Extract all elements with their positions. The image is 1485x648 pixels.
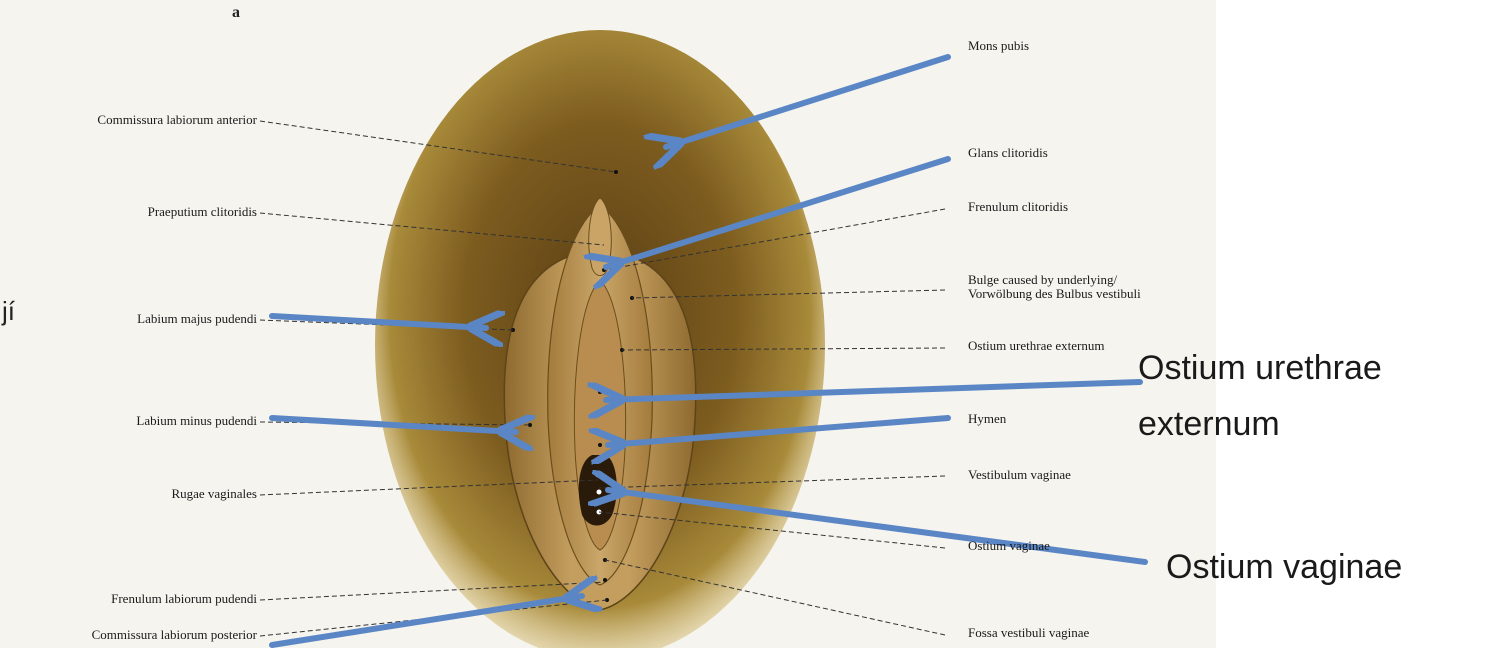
label-praeputium: Praeputium clitoridis [148,204,257,220]
overlay-ostium-urethrae-line2: externum [1138,404,1280,444]
label-glans: Glans clitoridis [968,145,1048,161]
label-hymen: Hymen [968,411,1006,427]
label-commissura-anterior: Commissura labiorum anterior [97,112,257,128]
label-fossa: Fossa vestibuli vaginae [968,625,1089,641]
label-rugae: Rugae vaginales [171,486,257,502]
label-vestibulum: Vestibulum vaginae [968,467,1071,483]
stray-text: jí [2,296,15,327]
label-frenulum-clitoridis: Frenulum clitoridis [968,199,1068,215]
overlay-ostium-vaginae: Ostium vaginae [1166,547,1402,587]
label-commissura-posterior: Commissura labiorum posterior [92,627,257,643]
overlay-ostium-urethrae-line1: Ostium urethrae [1138,348,1382,388]
label-ostium-vaginae-small: Ostium vaginae [968,538,1050,554]
label-ostium-urethrae-small: Ostium urethrae externum [968,338,1104,354]
plate-letter: a [232,4,240,22]
label-mons-pubis: Mons pubis [968,38,1029,54]
label-bulge-de: Vorwölbung des Bulbus vestibuli [968,286,1141,302]
label-labium-majus: Labium majus pudendi [137,311,257,327]
label-frenulum-labiorum: Frenulum labiorum pudendi [111,591,257,607]
label-labium-minus: Labium minus pudendi [136,413,257,429]
